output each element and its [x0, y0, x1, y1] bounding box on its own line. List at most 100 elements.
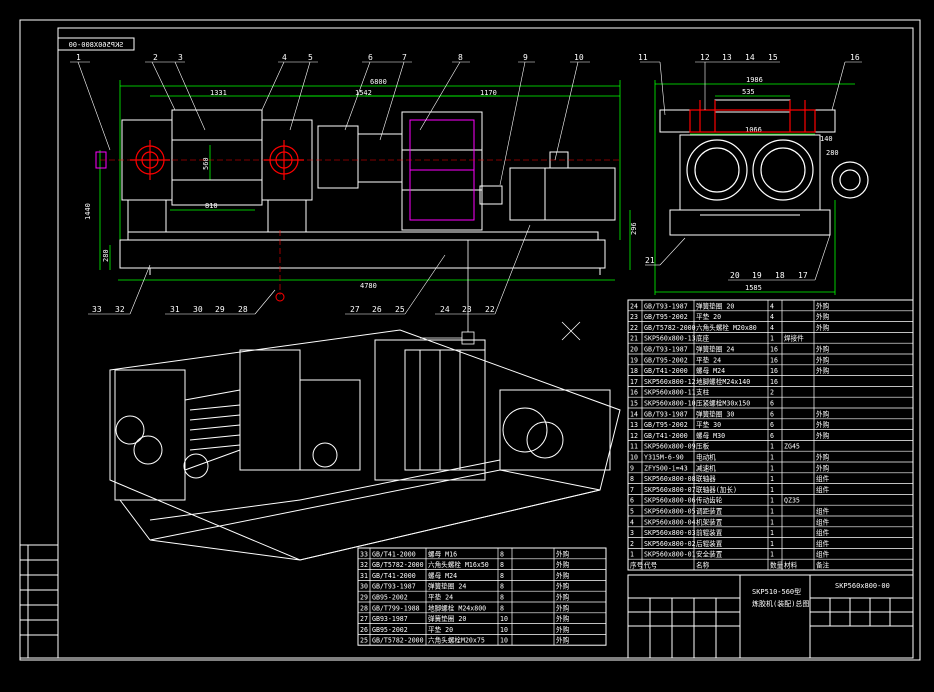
table-cell: 外购 — [816, 355, 830, 364]
svg-text:18: 18 — [775, 271, 785, 280]
table-cell: 组件 — [816, 517, 830, 526]
table-cell: 组件 — [816, 528, 830, 537]
table-cell: 4 — [770, 302, 774, 310]
table-cell: 1 — [770, 529, 774, 537]
table-cell: 组件 — [816, 539, 830, 548]
svg-text:21: 21 — [645, 256, 655, 265]
table-cell: 1 — [770, 443, 774, 451]
table-cell: 组件 — [816, 507, 830, 516]
table-cell: 28 — [360, 604, 368, 612]
table-cell: 29 — [360, 594, 368, 602]
svg-text:15: 15 — [768, 53, 778, 62]
table-cell: 前辊装置 — [696, 528, 723, 537]
table-cell: 8 — [500, 550, 504, 558]
dim-roll-span: 810 — [205, 202, 218, 210]
table-cell: 5 — [630, 508, 634, 516]
table-cell: 32 — [360, 561, 368, 569]
table-header-cell: 数量 — [770, 561, 784, 570]
table-cell: 平垫 20 — [696, 312, 721, 321]
svg-text:23: 23 — [462, 305, 472, 314]
table-cell: 2 — [770, 389, 774, 397]
table-cell: 20 — [630, 346, 638, 354]
table-cell: 外购 — [556, 571, 570, 580]
table-cell: 10 — [630, 454, 638, 462]
table-cell: 外购 — [556, 625, 570, 634]
title-machine: SKP510-560型 — [752, 587, 801, 596]
table-cell: SKP560x800-02 — [644, 540, 696, 548]
side-dim-top: 1986 — [746, 76, 763, 84]
svg-text:28: 28 — [238, 305, 248, 314]
svg-text:1: 1 — [76, 53, 81, 62]
dim-base-len: 4780 — [360, 282, 377, 290]
table-cell: 螺母 M30 — [696, 431, 725, 440]
table-header-cell: 备注 — [816, 561, 830, 570]
table-cell: 33 — [360, 550, 368, 558]
table-cell: 地脚螺栓M24x140 — [696, 377, 750, 386]
svg-text:5: 5 — [308, 53, 313, 62]
table-cell: 10 — [500, 637, 508, 645]
table-cell: 31 — [360, 572, 368, 580]
front-callouts: 1 2 3 4 5 6 7 8 9 10 — [76, 53, 584, 62]
dim-left-span-2: 1331 — [210, 89, 227, 97]
table-cell: SKP560x800-09 — [644, 443, 696, 451]
table-cell: ZFY500-i=43 — [644, 464, 688, 472]
isometric-view — [109, 329, 621, 561]
table-cell: 9 — [630, 464, 634, 472]
table-cell: GB/T95-2002 — [644, 356, 688, 364]
table-cell: 16 — [770, 346, 778, 354]
table-cell: 外购 — [556, 593, 570, 602]
table-cell: 1 — [770, 508, 774, 516]
table-cell: 1 — [770, 540, 774, 548]
table-cell: 机架装置 — [696, 517, 723, 526]
svg-text:20: 20 — [730, 271, 740, 280]
table-cell: 16 — [770, 356, 778, 364]
svg-text:11: 11 — [638, 53, 648, 62]
svg-text:17: 17 — [798, 271, 808, 280]
table-cell: 22 — [630, 324, 638, 332]
table-cell: 焊接件 — [784, 334, 804, 343]
table-cell: 螺母 M24 — [696, 366, 725, 375]
table-cell: 弹簧垫圈 20 — [696, 301, 734, 310]
table-cell: 1 — [770, 464, 774, 472]
table-cell: 外购 — [556, 636, 570, 645]
left-revision-strip — [19, 544, 59, 659]
table-cell: 外购 — [816, 312, 830, 321]
table-cell: 压板 — [696, 442, 710, 451]
table-cell: GB/T93-1987 — [372, 583, 416, 591]
svg-text:24: 24 — [440, 305, 450, 314]
table-cell: 支柱 — [696, 388, 710, 397]
table-cell: 外购 — [816, 366, 830, 375]
table-cell: 19 — [630, 356, 638, 364]
side-dim-base: 1585 — [745, 284, 762, 292]
table-cell: 压紧螺栓M30x150 — [696, 399, 750, 408]
svg-text:13: 13 — [722, 53, 732, 62]
table-cell: GB/T799-1988 — [372, 604, 420, 612]
svg-text:4: 4 — [282, 53, 287, 62]
table-cell: 16 — [630, 389, 638, 397]
table-cell: 21 — [630, 335, 638, 343]
table-cell: 电动机 — [696, 453, 716, 462]
table-cell: 外购 — [816, 463, 830, 472]
side-callouts: 11 12 13 14 15 16 20 19 18 17 21 — [638, 53, 860, 280]
table-cell: 10 — [500, 615, 508, 623]
table-header-cell: 代号 — [644, 561, 658, 570]
table-cell: 8 — [500, 594, 504, 602]
table-cell: 16 — [770, 367, 778, 375]
table-cell: 外购 — [556, 549, 570, 558]
table-cell: 地脚螺栓 M24x800 — [428, 603, 486, 612]
svg-text:10: 10 — [574, 53, 584, 62]
table-cell: 1 — [770, 486, 774, 494]
table-cell: GB/T5782-2000 — [372, 637, 424, 645]
table-cell: 外购 — [556, 603, 570, 612]
